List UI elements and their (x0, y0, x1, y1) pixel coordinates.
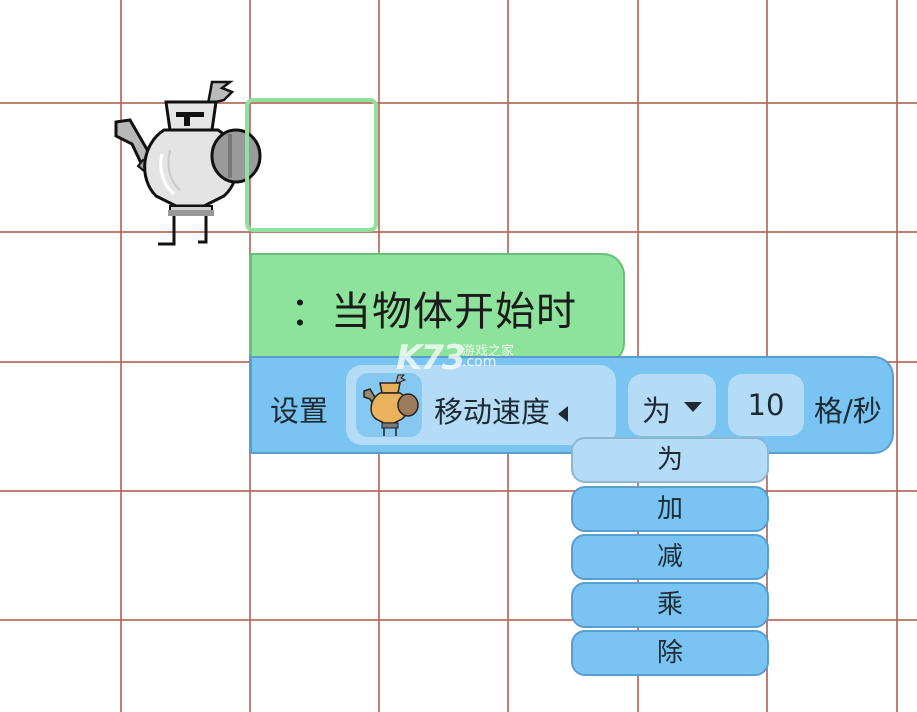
operator-dropdown-button[interactable]: 为 (628, 374, 716, 436)
value-input[interactable]: 10 (728, 374, 804, 436)
target-object-thumbnail[interactable] (356, 373, 422, 437)
event-block-on-start[interactable]: ：当物体开始时 (249, 253, 625, 365)
operator-option-subtract[interactable]: 减 (571, 534, 769, 580)
knight-thumbnail-icon (363, 374, 419, 436)
grid-line-h (0, 619, 917, 621)
operator-option-add[interactable]: 加 (571, 486, 769, 532)
grid-line-h (0, 231, 917, 233)
value-text: 10 (747, 388, 785, 422)
knight-icon (114, 80, 262, 246)
knight-sprite[interactable] (112, 78, 264, 250)
operator-option-divide[interactable]: 除 (571, 630, 769, 676)
grid-line-h (0, 102, 917, 104)
target-property-label: 移动速度 (434, 389, 569, 431)
unit-label: 格/秒 (814, 394, 882, 428)
operator-label: 为 (642, 394, 672, 428)
action-block-set-property[interactable]: 设置 移动速度 为 10 格/秒 (249, 356, 894, 454)
event-block-label: ：当物体开始时 (290, 289, 577, 335)
target-property-selector[interactable]: 移动速度 (346, 365, 616, 445)
operator-option-set[interactable]: 为 (571, 437, 769, 483)
caret-down-icon (684, 402, 702, 412)
operator-option-multiply[interactable]: 乘 (571, 582, 769, 628)
grid-line-h (0, 490, 917, 492)
caret-left-icon (558, 406, 569, 422)
grid-line-v (120, 0, 122, 712)
set-label: 设置 (270, 394, 329, 428)
tile-selection-box[interactable] (245, 98, 378, 232)
grid-line-v (896, 0, 898, 712)
